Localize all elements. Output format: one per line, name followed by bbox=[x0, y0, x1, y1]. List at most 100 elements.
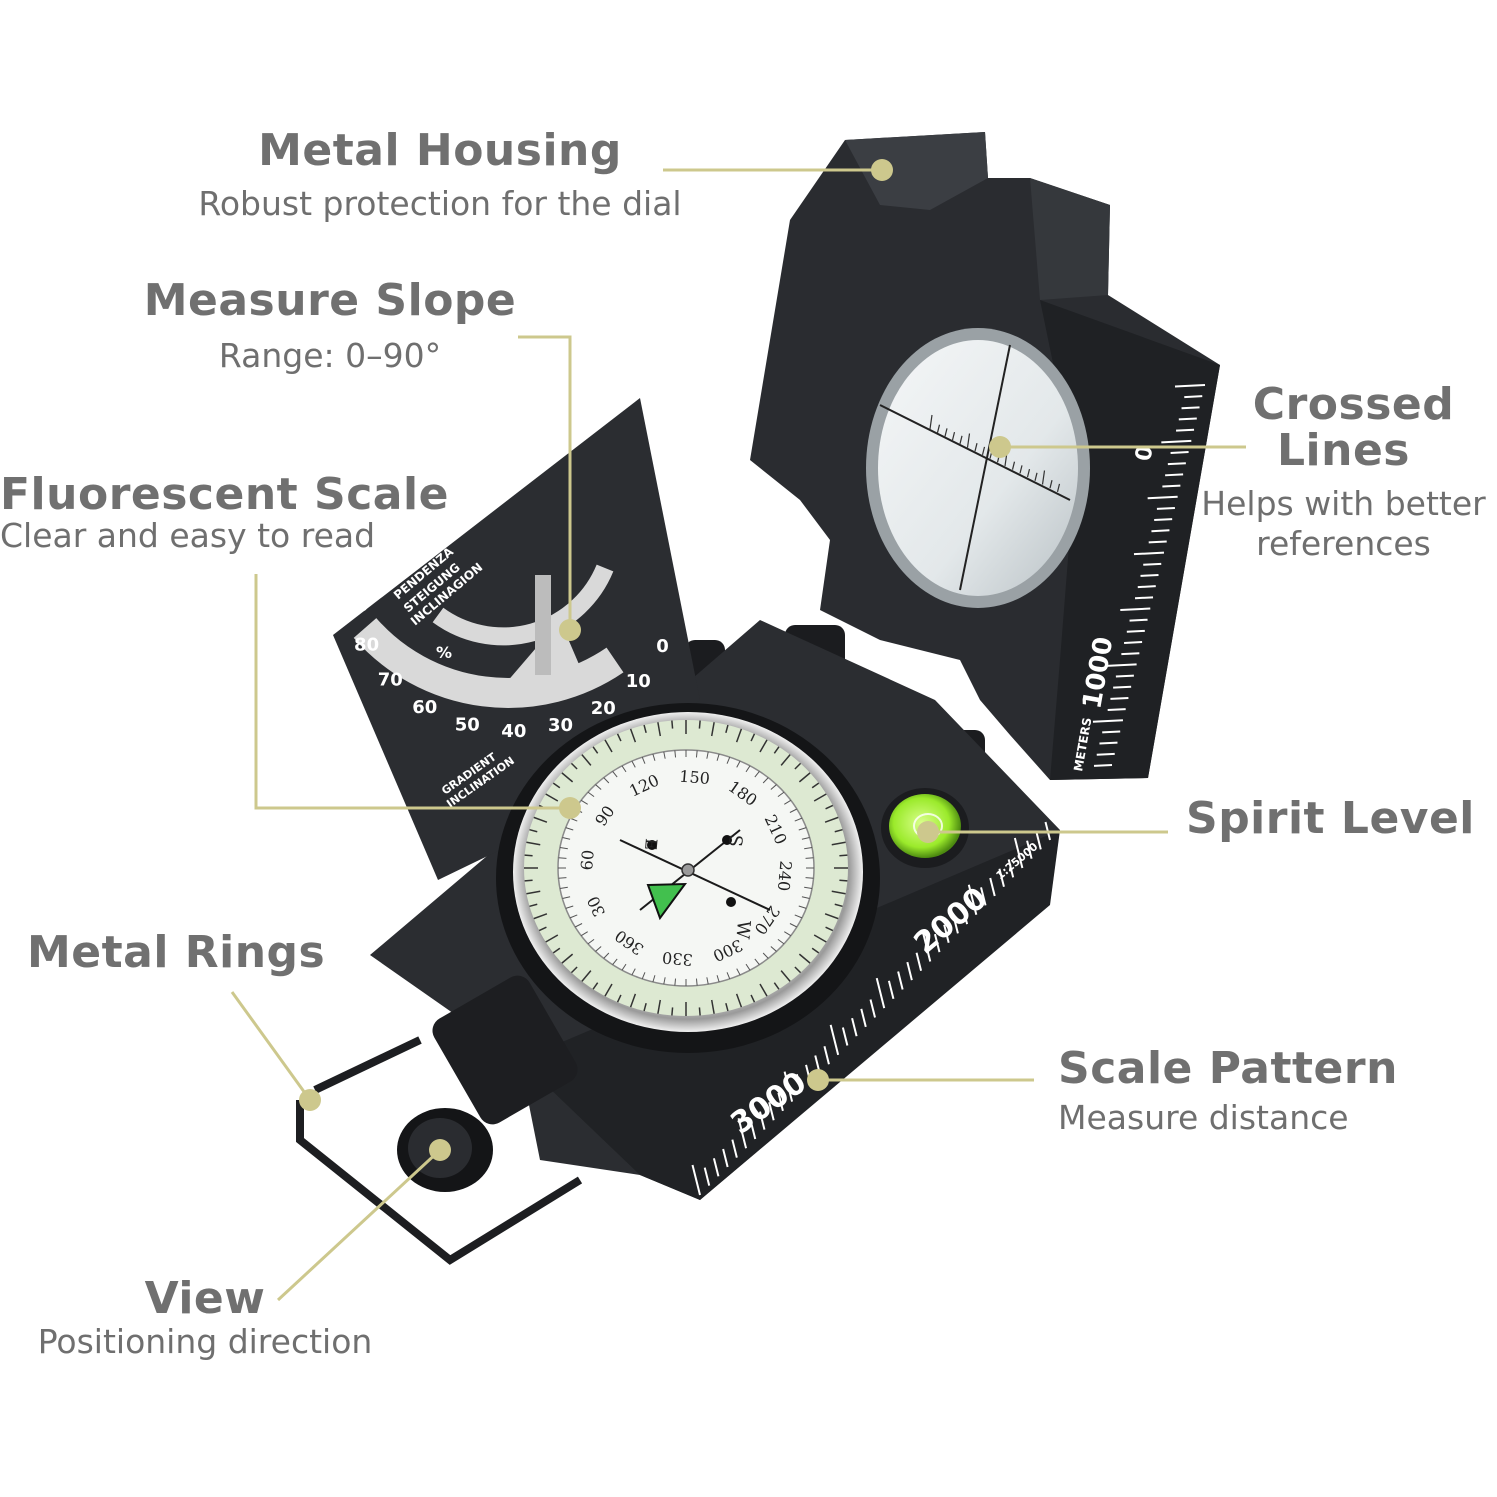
base-ruler-tick bbox=[906, 961, 913, 981]
cardinal-e: E bbox=[641, 838, 661, 851]
dial-tick bbox=[552, 947, 561, 954]
lid-ruler-tick bbox=[1129, 618, 1148, 622]
callout-fluorescent-scale: Fluorescent Scale Clear and easy to read bbox=[0, 469, 449, 556]
dial-inner-tick bbox=[784, 931, 792, 937]
dial-inner-tick bbox=[587, 938, 595, 945]
base-ruler-tick bbox=[851, 1017, 858, 1037]
base-ruler-tick bbox=[967, 884, 978, 915]
clinometer-number: 20 bbox=[591, 698, 616, 719]
dial-tick bbox=[529, 903, 538, 908]
dial-tick bbox=[604, 983, 613, 997]
dial-inner-tick bbox=[631, 968, 636, 976]
dial-tick bbox=[570, 966, 578, 974]
base-ruler-tick bbox=[1035, 831, 1042, 850]
dial-inner-tick bbox=[745, 765, 751, 773]
lid-ruler-tick bbox=[1134, 596, 1154, 600]
dial-tick bbox=[725, 724, 729, 733]
lid-ruler-tick bbox=[1178, 417, 1197, 421]
dial-tick bbox=[735, 993, 743, 1008]
dial-tick bbox=[538, 926, 547, 932]
dial-inner-tick bbox=[745, 963, 751, 971]
base-ruler-tick bbox=[841, 1027, 849, 1046]
clinometer-number: 70 bbox=[378, 669, 403, 690]
dial-tick bbox=[825, 804, 834, 810]
callout-title: Metal Rings bbox=[27, 927, 326, 978]
dial-inner-tick bbox=[562, 836, 571, 840]
dial-inner-tick bbox=[595, 784, 602, 790]
dial-tick bbox=[529, 828, 538, 833]
dial-inner-tick bbox=[621, 963, 627, 971]
dial-tick bbox=[750, 733, 756, 742]
base-ruler-ticks bbox=[691, 821, 1051, 1196]
lens-tick bbox=[1011, 461, 1016, 470]
base-ruler-tick bbox=[722, 1148, 729, 1168]
lid-ruler-tick bbox=[1093, 764, 1113, 767]
dial-inner-tick bbox=[801, 836, 810, 840]
callout-scale-pattern: Scale Pattern Measure distance bbox=[1058, 1043, 1478, 1138]
dial-inner-tick bbox=[695, 750, 698, 758]
callout-title: Fluorescent Scale bbox=[0, 469, 449, 520]
lid-ruler-tick bbox=[1107, 708, 1126, 712]
dial-tick bbox=[561, 772, 574, 783]
dial-tick bbox=[671, 1007, 674, 1016]
lid-ruler-tick bbox=[1126, 629, 1145, 633]
lid-ruler-tick bbox=[1174, 384, 1206, 388]
dial-inner-tick bbox=[706, 751, 709, 759]
lid-ruler-tick bbox=[1165, 473, 1184, 477]
callout-title: Measure Slope bbox=[143, 275, 517, 326]
base-ruler-tick bbox=[952, 915, 959, 934]
base-ruler-tick bbox=[1007, 859, 1015, 878]
lid-ruler-tick bbox=[1110, 696, 1129, 700]
base-ruler-tick bbox=[921, 931, 932, 962]
callout-subtitle: Measure distance bbox=[1058, 1098, 1349, 1138]
dial-tick bbox=[794, 762, 802, 770]
dial-inner-tick bbox=[674, 978, 677, 986]
dial-tick bbox=[834, 903, 843, 908]
dial-tick bbox=[794, 966, 802, 974]
callout-view: View Positioning direction bbox=[0, 1275, 410, 1362]
dial-tick bbox=[592, 746, 599, 754]
base-ruler-tick bbox=[777, 1092, 784, 1112]
clinometer-number: 50 bbox=[455, 715, 480, 736]
lid-ruler-tick bbox=[1106, 663, 1137, 667]
clinometer-text-percent: % bbox=[436, 643, 452, 662]
dial-inner-tick bbox=[801, 896, 810, 900]
dial-inner-tick bbox=[631, 760, 636, 768]
lens-tick bbox=[929, 414, 933, 430]
dial-tick bbox=[657, 999, 662, 1014]
lid-ruler-tick bbox=[1115, 674, 1134, 678]
base-ruler-tick bbox=[943, 924, 950, 944]
callout-title-line2: Lines bbox=[1277, 425, 1410, 477]
dial-inner-tick bbox=[663, 977, 666, 985]
dial-tick bbox=[592, 982, 599, 990]
dial-inner-tick bbox=[587, 791, 595, 798]
lid-ruler-tick bbox=[1137, 585, 1156, 589]
dial-inner-tick bbox=[798, 905, 807, 909]
dial-tick bbox=[526, 890, 541, 895]
base-ruler-tick bbox=[829, 1024, 840, 1056]
lens-tick bbox=[936, 424, 941, 433]
clinometer-number: 60 bbox=[412, 697, 437, 718]
lid-ruler-tick bbox=[1162, 484, 1181, 488]
lens-tick bbox=[1041, 470, 1046, 485]
dial-inner-tick bbox=[641, 756, 646, 764]
dial-inner-tick bbox=[612, 958, 618, 965]
dial-inner-tick bbox=[652, 975, 656, 983]
lens-tick bbox=[951, 431, 956, 441]
callout-metal-housing: Metal Housing Robust protection for the … bbox=[140, 127, 740, 224]
dial-tick bbox=[839, 854, 848, 857]
dial-tick bbox=[759, 739, 768, 753]
dial-inner-tick bbox=[770, 946, 777, 952]
dial-inner-tick bbox=[805, 857, 814, 859]
dial-inner-tick bbox=[603, 952, 610, 959]
callout-measure-slope: Measure Slope Range: 0–90° bbox=[100, 275, 560, 376]
dial-tick bbox=[545, 793, 559, 802]
callout-title: Scale Pattern bbox=[1058, 1043, 1398, 1094]
lid-ruler-tick bbox=[1151, 529, 1170, 533]
callout-subtitle: Robust protection for the dial bbox=[198, 184, 682, 224]
dial-tick bbox=[798, 953, 811, 964]
dial-tick bbox=[616, 994, 622, 1003]
base-ruler-tick bbox=[961, 905, 969, 925]
clinometer-number: 10 bbox=[626, 671, 651, 692]
callout-subtitle: Positioning direction bbox=[37, 1322, 373, 1362]
